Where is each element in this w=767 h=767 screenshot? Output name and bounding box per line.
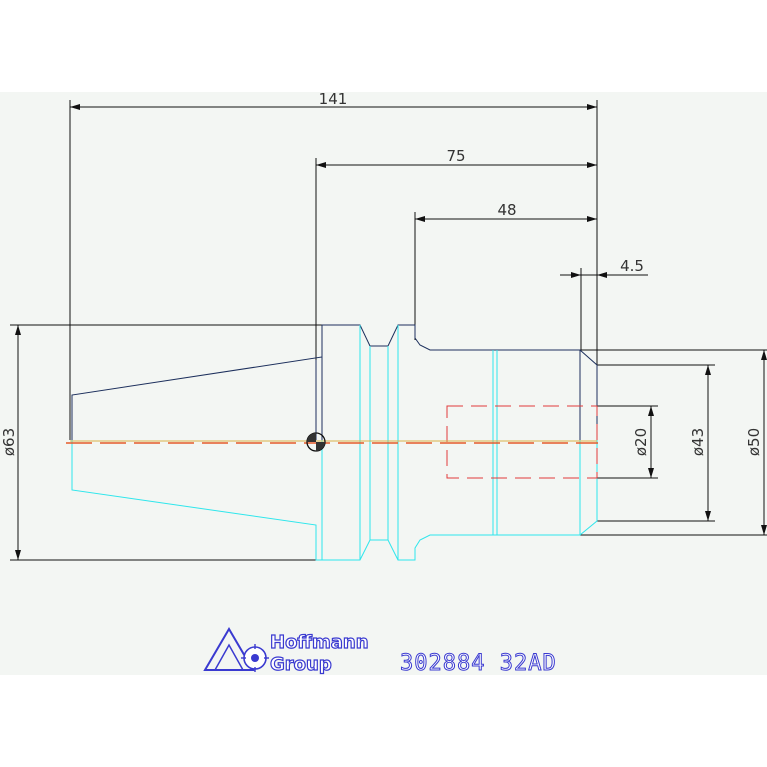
dimension-body-diameter-small: ø43 — [597, 364, 715, 522]
dimension-body-diameter-large: ø50 — [580, 349, 767, 536]
dimension-bore-diameter: ø20 — [597, 405, 658, 479]
brand-name-line2: Group — [270, 654, 332, 675]
dim-text-75: 75 — [446, 147, 465, 165]
hidden-bore — [446, 405, 598, 479]
drawing-canvas — [0, 92, 767, 675]
dim-text-141: 141 — [319, 90, 348, 108]
pivot-circle — [306, 432, 326, 452]
dim-text-4-5: 4.5 — [620, 257, 644, 275]
dim-text-d20: ø20 — [632, 428, 650, 456]
hoffmann-logo-icon — [203, 627, 269, 672]
dim-text-d63: ø63 — [0, 428, 18, 456]
dimension-flange-diameter: ø63 — [0, 324, 360, 561]
dim-text-d43: ø43 — [689, 428, 707, 456]
dimension-body-length: 48 — [414, 201, 597, 340]
dim-text-d50: ø50 — [745, 428, 763, 456]
dimension-chamfer-length: 4.5 — [560, 257, 648, 350]
center-line — [66, 440, 598, 444]
part-number: 302884 32AD — [400, 651, 557, 676]
brand-name-line1: Hoffmann — [270, 632, 369, 653]
dim-text-48: 48 — [497, 201, 516, 219]
dimension-overall-length: 141 — [69, 90, 598, 440]
